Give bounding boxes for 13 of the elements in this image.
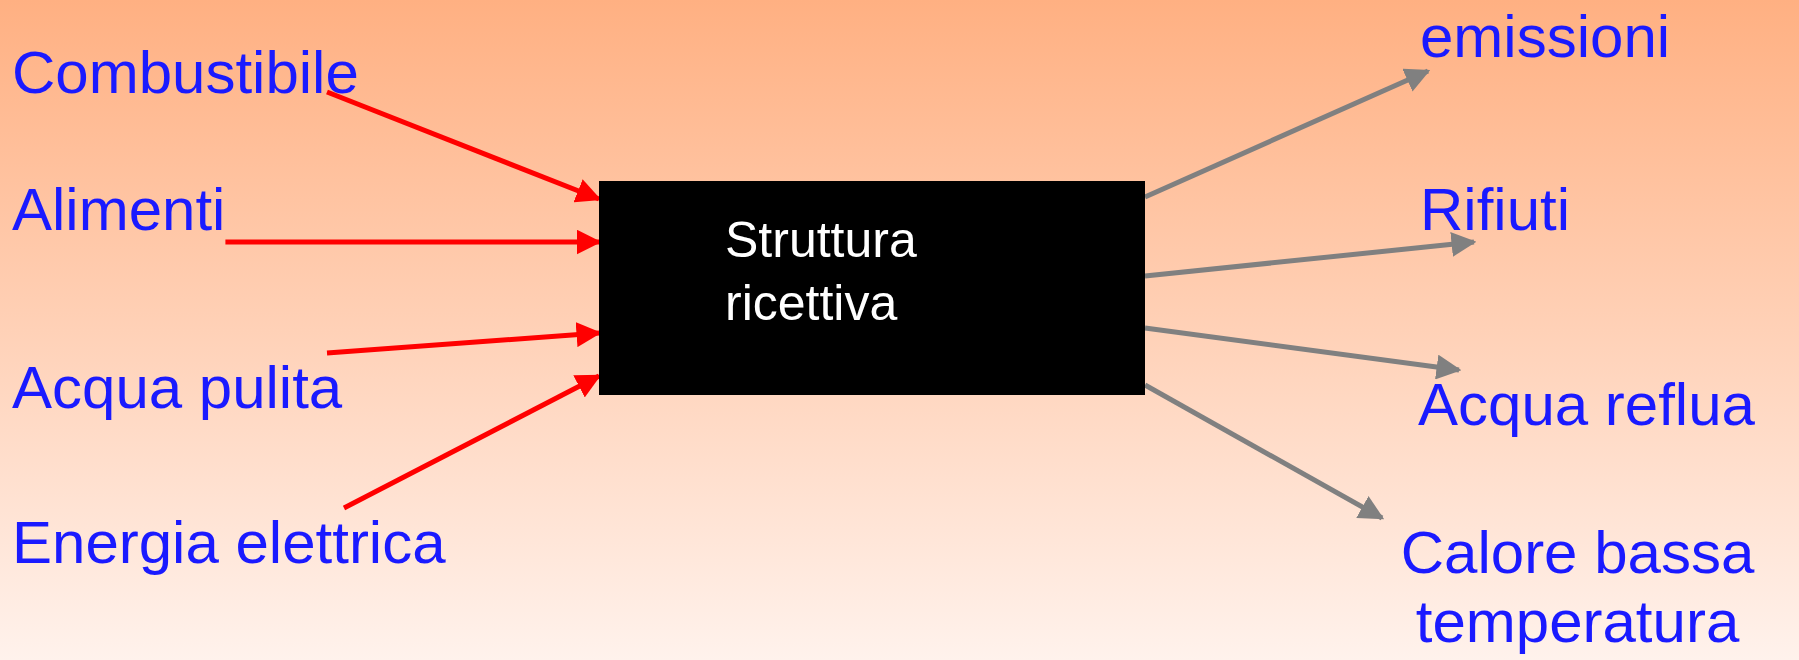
flow-label: Calore bassa temperatura (1399, 518, 1756, 656)
flow-label: Alimenti (12, 175, 226, 244)
arrow (1144, 325, 1462, 380)
flow-label: Rifiuti (1420, 175, 1571, 244)
flow-label: emissioni (1420, 2, 1671, 71)
flow-label: Acqua reflua (1418, 370, 1755, 439)
arrow (1144, 68, 1431, 200)
flow-label: Combustibile (12, 38, 359, 107)
flow-label: Energia elettrica (12, 508, 446, 577)
arrow (1144, 231, 1477, 279)
flow-label: Acqua pulita (12, 353, 343, 422)
process-box (599, 181, 1145, 395)
box-label: Struttura ricettiva (725, 211, 918, 333)
